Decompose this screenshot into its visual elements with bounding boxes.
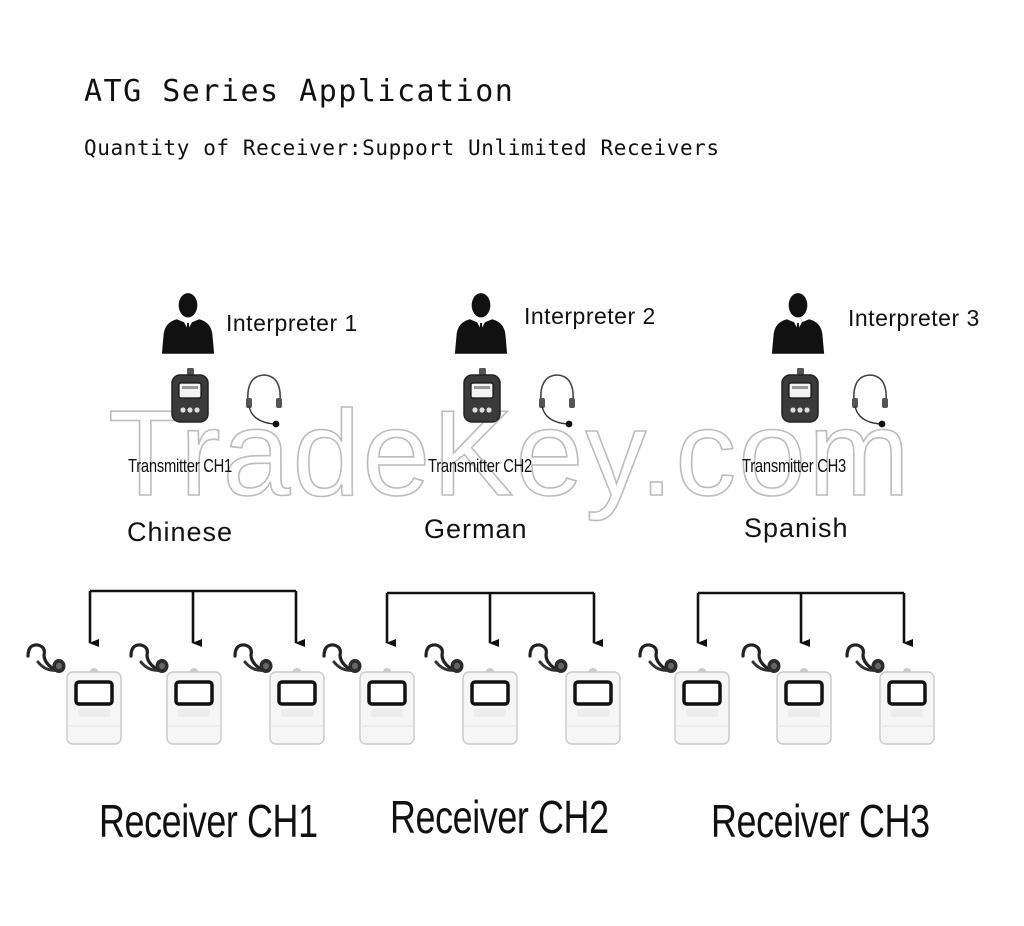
watermark: TradeKey.com	[107, 385, 912, 521]
receiver-icon	[674, 668, 730, 746]
transmitter-label-2: Transmitter CH2	[428, 456, 533, 476]
receiver-label-3: Receiver CH3	[711, 795, 930, 847]
interpreter-label-2: Interpreter 2	[524, 303, 656, 329]
receiver-label-1: Receiver CH1	[99, 795, 318, 847]
receiver-label-2: Receiver CH2	[390, 791, 609, 843]
language-label-1: Chinese	[127, 517, 234, 547]
language-label-3: Spanish	[744, 513, 849, 543]
page-title: ATG Series Application	[84, 74, 515, 109]
interpreter-label-3: Interpreter 3	[848, 305, 980, 331]
language-label-2: German	[424, 514, 528, 544]
earhook-icon	[422, 642, 466, 676]
page-subtitle: Quantity of Receiver:Support Unlimited R…	[84, 136, 720, 160]
receiver-icon	[565, 668, 621, 746]
interpreter-label-1: Interpreter 1	[226, 310, 358, 336]
transmitter-label-3: Transmitter CH3	[742, 456, 847, 476]
receiver-icon	[166, 668, 222, 746]
earhook-icon	[24, 642, 68, 676]
receiver-icon	[776, 668, 832, 746]
earhook-icon	[526, 642, 570, 676]
receiver-icon	[269, 668, 325, 746]
receiver-icon	[66, 668, 122, 746]
receiver-icon	[879, 668, 935, 746]
receiver-icon	[462, 668, 518, 746]
earhook-icon	[320, 642, 364, 676]
receiver-icon	[359, 668, 415, 746]
earhook-icon	[127, 642, 171, 676]
transmitter-label-1: Transmitter CH1	[128, 456, 233, 476]
